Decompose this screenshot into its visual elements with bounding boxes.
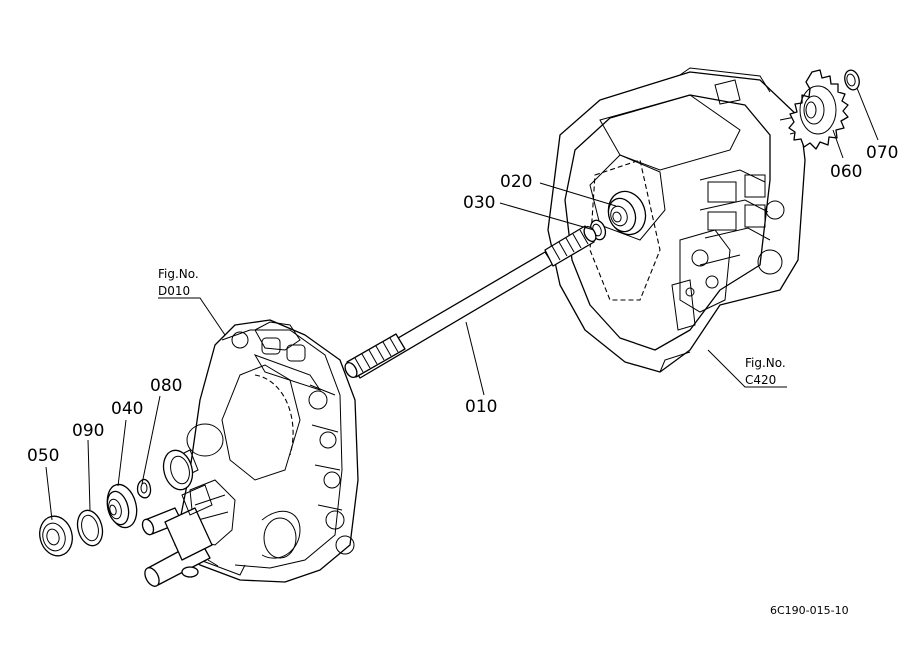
- document-id: 6C190-015-10: [770, 604, 849, 617]
- callout-080: 080: [150, 376, 182, 396]
- ring-090: [76, 509, 104, 547]
- shaft-010: [344, 225, 597, 379]
- leader-lines: [45, 87, 879, 521]
- figure-ref-c420: Fig.No. C420: [745, 356, 786, 387]
- callout-050: 050: [27, 446, 59, 466]
- callout-070: 070: [866, 143, 898, 163]
- callout-040: 040: [111, 399, 143, 419]
- circlip-080: [136, 478, 152, 499]
- callout-060: 060: [830, 162, 862, 182]
- callout-090: 090: [72, 421, 104, 441]
- bearing-040: [106, 483, 138, 529]
- figure-ref-c420-line2: C420: [745, 373, 776, 387]
- figure-ref-d010: Fig.No. D010: [158, 267, 199, 298]
- seal-ring: [162, 449, 194, 491]
- callout-labels: 010 020 030 040 050 060 070 080 090: [27, 143, 898, 466]
- bearing-020: [607, 190, 647, 236]
- figure-ref-d010-line2: D010: [158, 284, 190, 298]
- circlip-070: [844, 69, 860, 91]
- transmission-case-right: [547, 67, 807, 373]
- callout-020: 020: [500, 172, 532, 192]
- oil-seal-050: [39, 515, 73, 557]
- callout-010: 010: [465, 397, 497, 417]
- callout-030: 030: [463, 193, 495, 213]
- figure-ref-c420-line1: Fig.No.: [745, 356, 786, 370]
- gear-060: [788, 69, 849, 150]
- output-shaft-left: [141, 449, 213, 587]
- figure-ref-d010-line1: Fig.No.: [158, 267, 199, 281]
